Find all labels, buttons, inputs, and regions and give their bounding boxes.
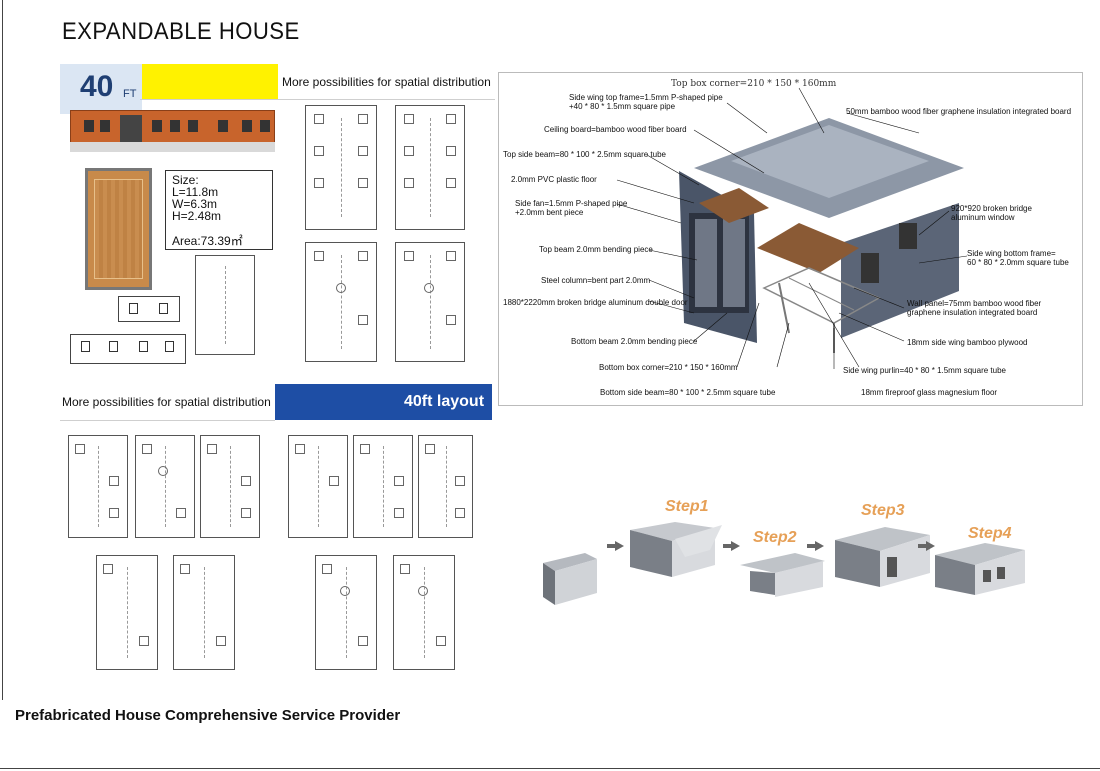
label-fireproof-floor: 18mm fireproof glass magnesium floor xyxy=(861,388,998,397)
step-3-label: Step3 xyxy=(861,502,905,519)
arrow-right-icon xyxy=(807,541,824,551)
floor-plan xyxy=(68,435,128,538)
page-title: EXPANDABLE HOUSE xyxy=(62,18,300,45)
badge-unit: FT xyxy=(123,88,137,100)
unfold-steps-illustration xyxy=(543,522,1025,605)
arrow-right-icon xyxy=(607,541,624,551)
section-divider xyxy=(60,420,275,421)
label-plywood: 18mm side wing bamboo plywood xyxy=(907,338,1028,347)
section-heading-top: More possibilities for spatial distribut… xyxy=(282,75,491,89)
section-heading-bottom: More possibilities for spatial distribut… xyxy=(62,395,271,409)
label-pvc-floor: 2.0mm PVC plastic floor xyxy=(511,175,597,184)
construction-diagram: Top box corner=210 * 150 * 160mm xyxy=(498,72,1083,406)
label-bottom-box-corner: Bottom box corner=210 * 150 * 160mm xyxy=(599,363,738,372)
label-bottom-side-beam: Bottom side beam=80 * 100 * 2.5mm square… xyxy=(600,388,776,397)
floor-plan xyxy=(353,435,413,538)
label-side-fan: Side fan=1.5mm P-shaped pipe +2.0mm bent… xyxy=(515,199,628,217)
size-heading: Size: xyxy=(172,173,199,187)
floor-plan xyxy=(135,435,195,538)
page-edge-line xyxy=(2,0,3,700)
label-door: 1880*2220mm broken bridge aluminum doubl… xyxy=(503,298,688,307)
house-render xyxy=(70,110,275,160)
diagram-illustration xyxy=(616,87,968,369)
floor-plan xyxy=(418,435,473,538)
label-side-wing-bottom: Side wing bottom frame= 60 * 80 * 2.0mm … xyxy=(967,249,1069,267)
label-bottom-beam: Bottom beam 2.0mm bending piece xyxy=(571,337,698,346)
diagram-title: Top box corner=210 * 150 * 160mm xyxy=(671,79,837,89)
size-box: Size: L=11.8m W=6.3m H=2.48m xyxy=(165,170,273,250)
label-top-beam: Top beam 2.0mm bending piece xyxy=(539,245,653,254)
label-window: 920*920 broken bridge aluminum window xyxy=(951,204,1032,222)
label-wall-panel: Wall panel=75mm bamboo wood fiber graphe… xyxy=(907,299,1042,317)
layout-banner xyxy=(275,384,492,420)
arrow-right-icon xyxy=(723,541,740,551)
size-height: H=2.48m xyxy=(172,209,222,223)
floor-plan xyxy=(200,435,260,538)
floor-plan xyxy=(395,105,465,230)
label-steel-column: Steel column=bent part 2.0mm xyxy=(541,276,651,285)
floor-plan xyxy=(315,555,377,670)
page-bottom-line xyxy=(0,768,1100,769)
elevation-drawing xyxy=(70,334,186,364)
label-bamboo-insulation: 50mm bamboo wood fiber graphene insulati… xyxy=(846,107,1072,116)
footer-tagline: Prefabricated House Comprehensive Servic… xyxy=(15,707,401,724)
badge-blue-panel xyxy=(60,64,142,114)
floor-plan xyxy=(305,105,377,230)
arrow-right-icon xyxy=(918,541,935,551)
floor-plan xyxy=(173,555,235,670)
floor-plan xyxy=(393,555,455,670)
layout-banner-label: 40ft layout xyxy=(404,393,485,410)
label-side-wing-purlin: Side wing purlin=40 * 80 * 1.5mm square … xyxy=(843,366,1006,375)
header-divider xyxy=(140,99,495,100)
label-ceiling-board: Ceiling board=bamboo wood fiber board xyxy=(544,125,687,134)
floor-plan xyxy=(96,555,158,670)
size-width: W=6.3m xyxy=(172,197,218,211)
step-4-label: Step4 xyxy=(968,525,1012,542)
floor-plan xyxy=(395,242,465,362)
label-top-side-beam: Top side beam=80 * 100 * 2.5mm square tu… xyxy=(503,150,666,159)
floor-plan xyxy=(195,255,255,355)
floor-plan xyxy=(305,242,377,362)
elevation-drawing xyxy=(118,296,180,322)
step-2-label: Step2 xyxy=(753,529,797,546)
label-side-wing-top-frame: Side wing top frame=1.5mm P-shaped pipe … xyxy=(569,93,723,111)
floor-plan xyxy=(288,435,348,538)
size-length: L=11.8m xyxy=(172,185,219,199)
size-area: Area:73.39㎡ xyxy=(172,234,243,248)
floor-plan-3d xyxy=(85,168,152,290)
badge-number: 40 xyxy=(80,70,114,103)
step-1-label: Step1 xyxy=(665,498,709,515)
